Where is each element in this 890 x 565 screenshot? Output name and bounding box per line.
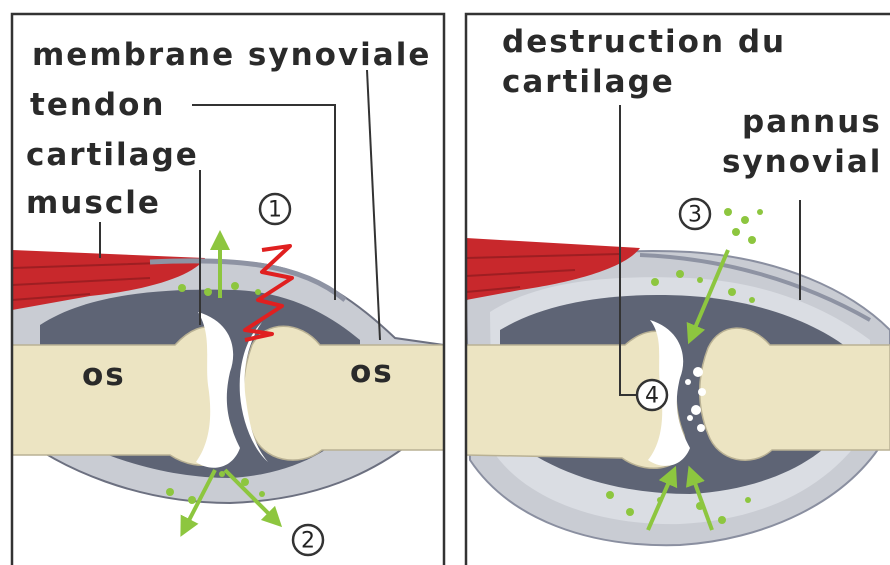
label-destruction-line2: cartilage <box>502 64 675 100</box>
bone-right <box>244 326 444 460</box>
label-membrane-synoviale: membrane synoviale <box>32 37 431 73</box>
label-pannus: pannus <box>742 104 882 140</box>
svg-text:1: 1 <box>268 198 282 223</box>
diseased-joint <box>466 208 890 545</box>
marker-3: 3 <box>680 199 710 229</box>
label-cartilage: cartilage <box>26 137 199 173</box>
label-tendon: tendon <box>30 87 165 123</box>
svg-text:3: 3 <box>688 203 702 228</box>
label-os-right: os <box>350 354 394 390</box>
marker-1: 1 <box>260 194 290 224</box>
label-synovial: synovial <box>722 144 882 180</box>
marker-2: 2 <box>293 525 323 555</box>
label-muscle: muscle <box>26 185 161 221</box>
svg-text:2: 2 <box>301 529 315 554</box>
label-os-left: os <box>82 357 126 393</box>
marker-4: 4 <box>637 380 667 410</box>
label-destruction-line1: destruction du <box>502 24 786 60</box>
bone-left <box>12 327 233 465</box>
svg-text:4: 4 <box>645 384 659 409</box>
bone-right-diseased <box>700 328 890 460</box>
